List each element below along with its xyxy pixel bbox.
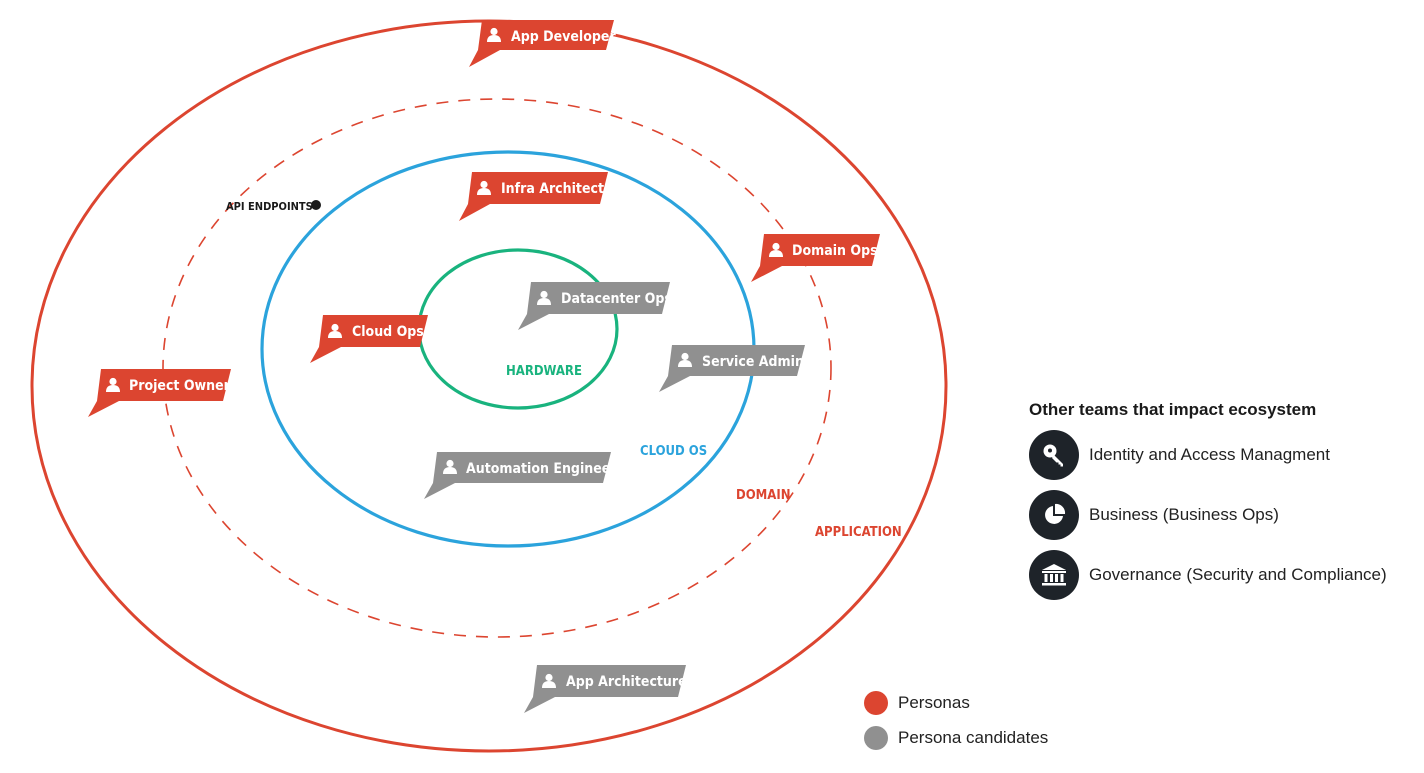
- person-icon: [537, 290, 551, 305]
- domain-ring: [162, 98, 832, 638]
- legend-label-personas: Personas: [898, 693, 970, 712]
- team-governance: Governance (Security and Compliance): [1029, 550, 1424, 600]
- persona-tag-app-architecture: App Architecture: [524, 665, 687, 713]
- persona-tag-cloud-ops: Cloud Ops: [310, 315, 428, 363]
- persona-label: Infra Architect: [501, 181, 604, 197]
- hardware-ring-label: HARDWARE: [506, 364, 582, 379]
- domain-ring-label: DOMAIN: [736, 488, 790, 503]
- persona-tag-datacenter-ops: Datacenter Ops: [518, 282, 672, 330]
- team-label: Governance (Security and Compliance): [1089, 565, 1387, 584]
- legend-label-candidates: Persona candidates: [898, 728, 1049, 747]
- persona-tag-domain-ops: Domain Ops: [751, 234, 880, 282]
- person-icon: [443, 459, 457, 474]
- person-icon: [769, 242, 783, 257]
- persona-label: Project Owner: [129, 378, 231, 394]
- person-icon: [106, 377, 120, 392]
- hardware-ring: [417, 248, 619, 410]
- persona-tag-automation-engineer: Automation Engineer: [424, 452, 617, 499]
- persona-label: Domain Ops: [792, 243, 878, 259]
- persona-tag-app-developer: App Developer: [469, 20, 616, 67]
- candidate-swatch: [864, 726, 888, 750]
- legend-item-candidates: Persona candidates: [864, 725, 1048, 751]
- person-icon: [328, 323, 342, 338]
- persona-tag-infra-architect: Infra Architect: [459, 172, 608, 221]
- key-icon: [1029, 430, 1079, 480]
- person-icon: [678, 352, 692, 367]
- legend: Personas Persona candidates: [864, 690, 1048, 760]
- other-teams-title: Other teams that impact ecosystem: [1029, 400, 1317, 419]
- team-identity-access: Identity and Access Managment: [1029, 430, 1424, 480]
- persona-swatch: [864, 691, 888, 715]
- bank-icon: [1029, 550, 1079, 600]
- application-ring-label: APPLICATION: [815, 525, 902, 540]
- person-icon: [477, 180, 491, 195]
- persona-label: App Architecture: [566, 674, 687, 690]
- team-business: Business (Business Ops): [1029, 490, 1424, 540]
- team-label: Business (Business Ops): [1089, 505, 1279, 524]
- other-teams-panel: Other teams that impact ecosystem Identi…: [1029, 400, 1424, 610]
- team-label: Identity and Access Managment: [1089, 445, 1330, 464]
- api-endpoints-label: API ENDPOINTS: [226, 200, 313, 213]
- pie-chart-icon: [1029, 490, 1079, 540]
- persona-label: Datacenter Ops: [561, 291, 672, 307]
- persona-tag-project-owner: Project Owner: [88, 369, 231, 417]
- persona-label: App Developer: [511, 29, 616, 45]
- persona-label: Automation Engineer: [466, 461, 617, 477]
- api-endpoint-dot: [311, 200, 321, 210]
- persona-tag-service-admin: Service Admin: [659, 345, 805, 392]
- cloud-os-ring-label: CLOUD OS: [640, 444, 707, 459]
- person-icon: [487, 27, 501, 42]
- person-icon: [542, 673, 556, 688]
- legend-item-personas: Personas: [864, 690, 1048, 716]
- persona-label: Cloud Ops: [352, 324, 424, 340]
- persona-label: Service Admin: [702, 354, 804, 370]
